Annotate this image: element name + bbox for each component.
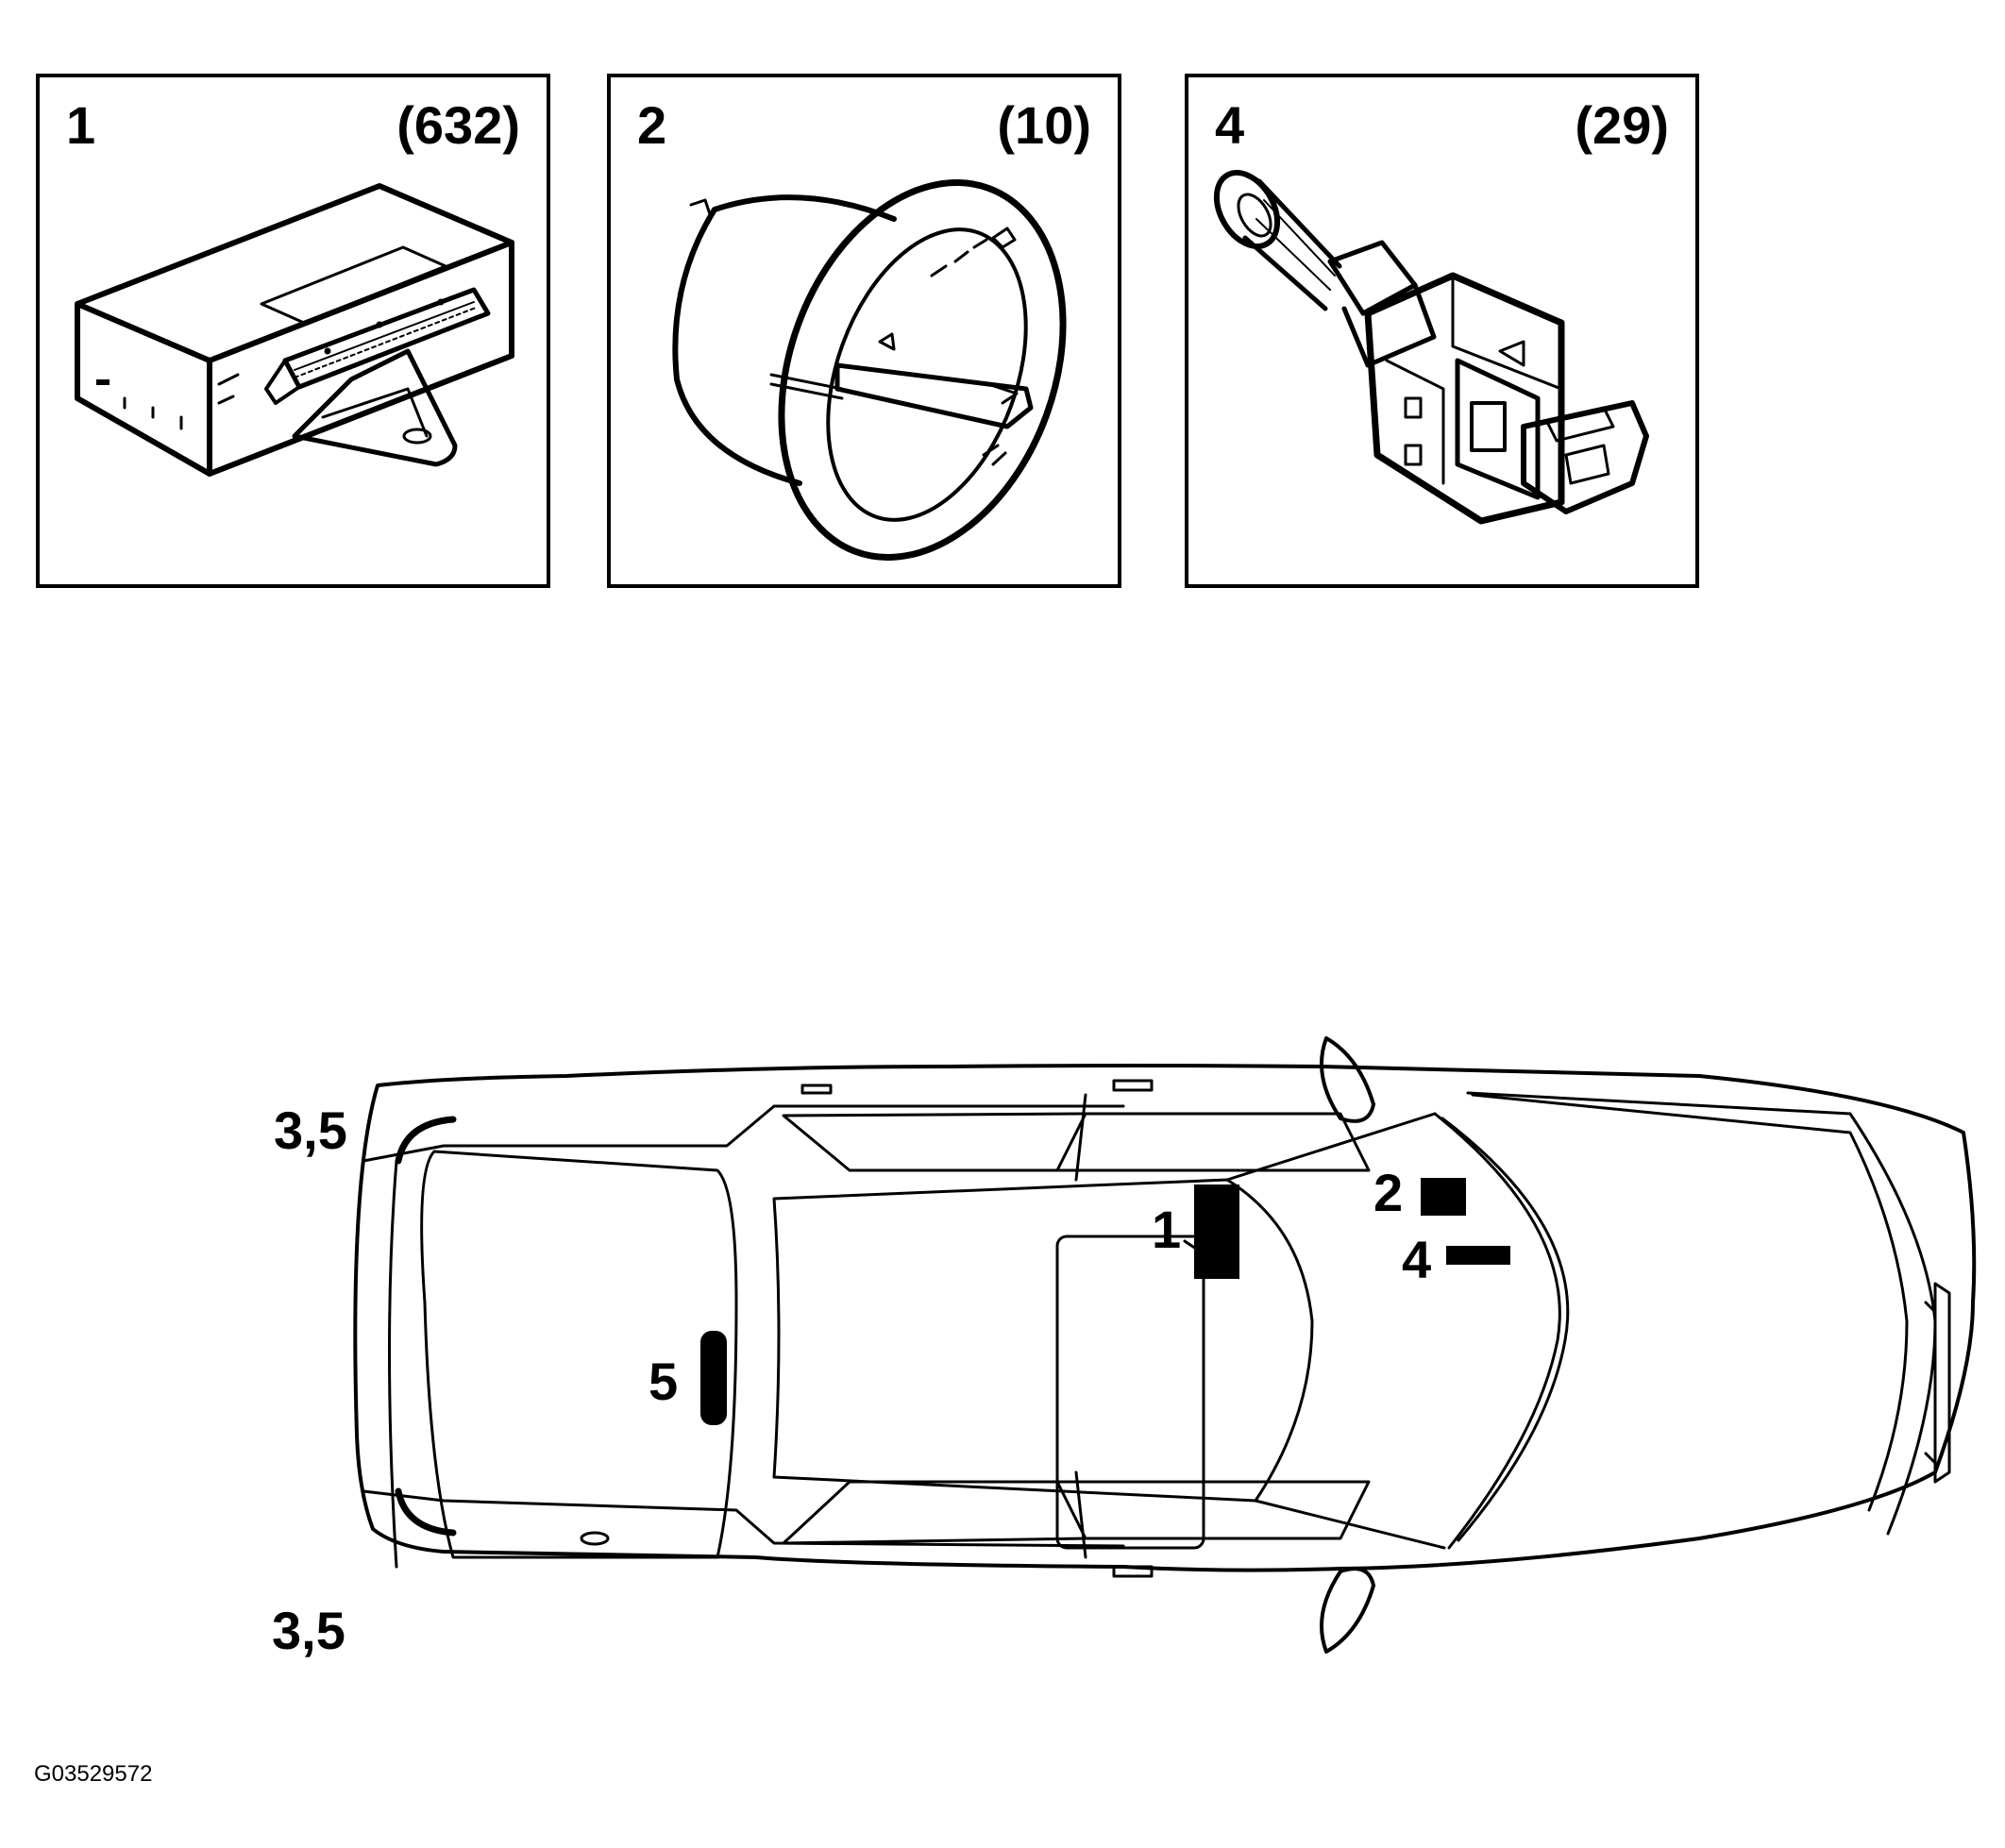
callout-item-4: 4: [1402, 1230, 1432, 1289]
callout-rear-right: 3,5: [272, 1601, 345, 1660]
control-module-icon: [75, 183, 514, 477]
panel-quantity: (10): [997, 95, 1091, 155]
panel-quantity: (632): [396, 95, 520, 155]
panel-number: 2: [637, 95, 667, 155]
component-panel-4: 4 (29): [1185, 74, 1699, 588]
callout-item-2: 2: [1373, 1163, 1404, 1222]
callout-item-1: 1: [1152, 1200, 1182, 1259]
callout-rear-left: 3,5: [274, 1100, 347, 1160]
panel-number: 4: [1215, 95, 1245, 155]
panel-number: 1: [66, 95, 96, 155]
component-panel-2: 2 (10): [607, 74, 1121, 588]
component-panel-1: 1 (632): [36, 74, 550, 588]
figure-id: G03529572: [34, 1761, 153, 1787]
brake-light-switch-icon: [1213, 170, 1649, 525]
callout-item-5: 5: [649, 1352, 679, 1411]
panel-quantity: (29): [1575, 95, 1669, 155]
light-switch-icon: [672, 179, 1067, 561]
